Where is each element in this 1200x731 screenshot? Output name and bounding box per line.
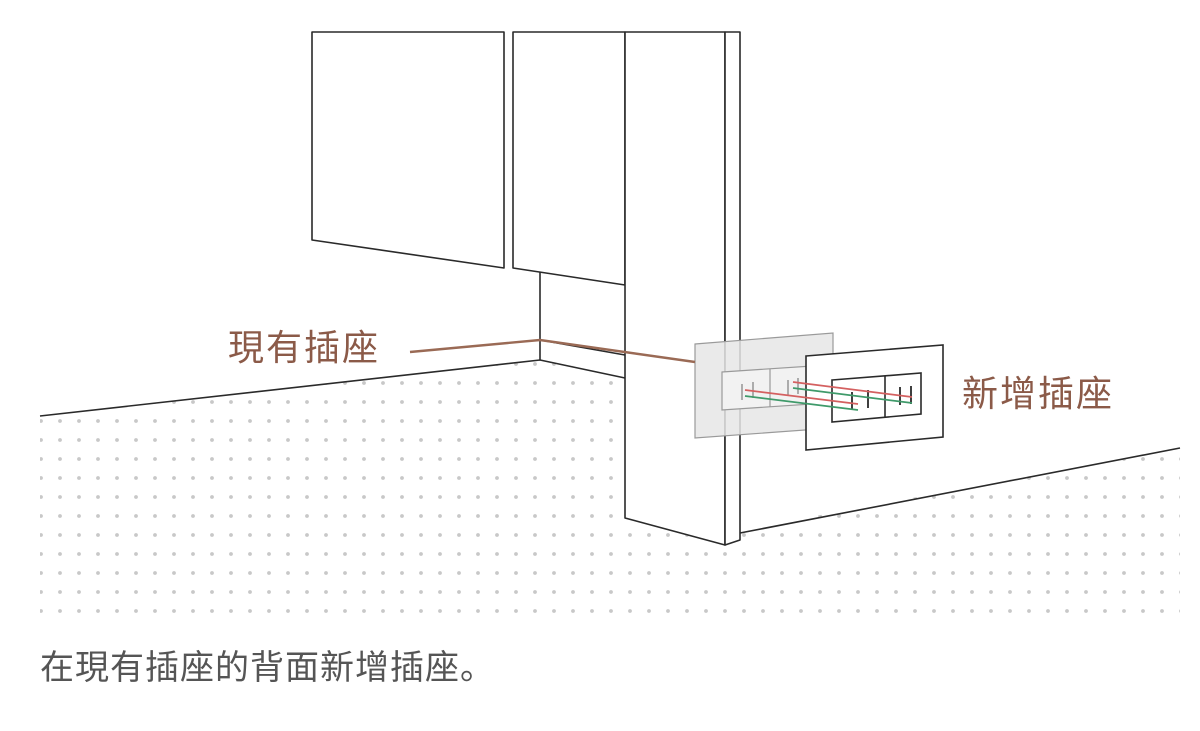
upper-cabinet-door-left <box>311 31 505 269</box>
existing-outlet-leader-line <box>409 338 696 364</box>
wire-green <box>744 395 859 411</box>
wall-floor-line <box>39 359 626 417</box>
upper-cabinet-door-right <box>512 31 626 286</box>
floor-dots-left <box>40 360 625 620</box>
floor-line-right <box>739 447 1181 534</box>
diagram-caption: 在現有插座的背面新增插座。 <box>40 648 495 688</box>
new-outlet-label: 新增插座 <box>962 374 1114 415</box>
new-outlet-frame <box>831 372 922 423</box>
tall-cabinet-side-edge <box>724 31 741 546</box>
wire-green <box>792 387 913 404</box>
tall-cabinet-front <box>624 31 726 546</box>
wire-red <box>744 389 859 405</box>
cabinet-outlet-diagram: 現有插座 新增插座 <box>39 31 1181 620</box>
existing-outlet-label: 現有插座 <box>228 328 380 369</box>
floor-dots-right <box>625 448 1180 620</box>
wire-red <box>792 381 913 398</box>
